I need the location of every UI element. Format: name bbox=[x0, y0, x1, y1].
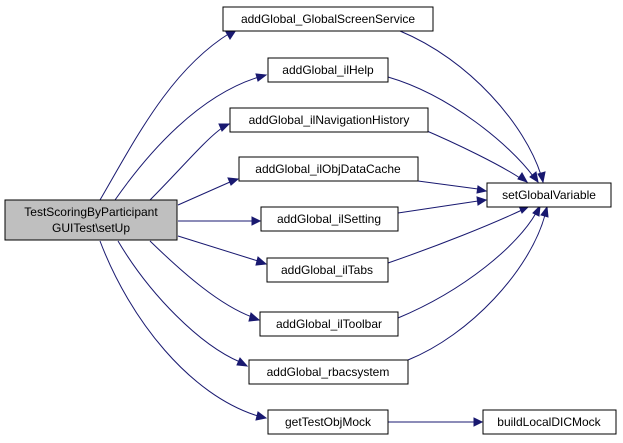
arrow-objmock-to-dicmock bbox=[473, 417, 484, 427]
arrow-navhist-to-setvar bbox=[517, 172, 529, 183]
edge-root-to-objcache bbox=[177, 181, 231, 206]
node-add-global-il-setting[interactable]: addGlobal_ilSetting bbox=[260, 206, 399, 232]
node-add-global-il-setting-label: addGlobal_ilSetting bbox=[277, 212, 381, 226]
arrow-root-to-rbac bbox=[236, 357, 249, 367]
edge-root-to-gss bbox=[99, 32, 231, 201]
node-root-line1: TestScoringByParticipant bbox=[24, 205, 158, 219]
node-build-local-dic-mock-label: buildLocalDICMock bbox=[497, 415, 601, 429]
edge-root-to-rbac bbox=[117, 240, 241, 363]
node-add-global-il-tabs[interactable]: addGlobal_ilTabs bbox=[266, 257, 389, 283]
node-set-global-variable[interactable]: setGlobalVariable bbox=[486, 182, 612, 208]
node-add-global-il-obj-data-cache[interactable]: addGlobal_ilObjDataCache bbox=[238, 156, 419, 182]
arrow-rbac-to-setvar bbox=[540, 205, 549, 218]
edge-gss-to-setvar bbox=[399, 30, 542, 176]
edge-navhist-to-setvar bbox=[419, 127, 521, 179]
node-add-global-rbacsystem-label: addGlobal_rbacsystem bbox=[267, 365, 390, 379]
arrow-root-to-toolbar bbox=[248, 312, 261, 322]
node-add-global-il-navigation-history-label: addGlobal_ilNavigationHistory bbox=[249, 113, 410, 127]
node-add-global-il-navigation-history[interactable]: addGlobal_ilNavigationHistory bbox=[229, 107, 429, 133]
edges bbox=[99, 29, 549, 427]
arrow-root-to-navhist bbox=[218, 123, 231, 132]
arrow-root-to-help bbox=[255, 73, 268, 82]
node-add-global-il-obj-data-cache-label: addGlobal_ilObjDataCache bbox=[255, 162, 401, 176]
node-add-global-screen-service-label: addGlobal_GlobalScreenService bbox=[241, 12, 415, 26]
arrow-root-to-tabs bbox=[255, 256, 268, 266]
node-add-global-screen-service[interactable]: addGlobal_GlobalScreenService bbox=[222, 6, 434, 32]
arrow-toolbar-to-setvar bbox=[532, 204, 541, 217]
edge-objcache-to-setvar bbox=[417, 180, 479, 190]
arrow-gss-to-setvar bbox=[537, 171, 546, 184]
node-get-test-obj-mock-label: getTestObjMock bbox=[285, 415, 372, 429]
arrow-setting-to-setvar bbox=[476, 196, 488, 206]
arrow-root-to-setting bbox=[251, 216, 262, 226]
arrow-root-to-objmock bbox=[255, 411, 268, 421]
node-build-local-dic-mock[interactable]: buildLocalDICMock bbox=[482, 409, 617, 435]
arrow-root-to-objcache bbox=[227, 177, 240, 186]
node-set-global-variable-label: setGlobalVariable bbox=[502, 188, 596, 202]
node-add-global-il-tabs-label: addGlobal_ilTabs bbox=[281, 263, 373, 277]
node-get-test-obj-mock[interactable]: getTestObjMock bbox=[267, 409, 389, 435]
node-add-global-il-help[interactable]: addGlobal_ilHelp bbox=[267, 57, 389, 83]
edge-root-to-tabs bbox=[177, 235, 259, 262]
edge-help-to-setvar bbox=[387, 76, 534, 177]
edge-root-to-toolbar bbox=[149, 240, 253, 318]
node-add-global-il-toolbar-label: addGlobal_ilToolbar bbox=[276, 317, 382, 331]
edge-toolbar-to-setvar bbox=[397, 212, 537, 319]
arrow-objcache-to-setvar bbox=[476, 185, 488, 194]
edge-setting-to-setvar bbox=[397, 200, 479, 214]
edge-root-to-objmock bbox=[99, 240, 259, 417]
node-root-line2: GUITest\setUp bbox=[52, 221, 130, 235]
edge-tabs-to-setvar bbox=[387, 209, 523, 264]
node-add-global-il-help-label: addGlobal_ilHelp bbox=[282, 63, 374, 77]
edge-root-to-navhist bbox=[149, 127, 223, 201]
edge-root-to-help bbox=[114, 76, 260, 201]
edge-rbac-to-setvar bbox=[407, 214, 546, 361]
node-root[interactable]: TestScoringByParticipant GUITest\setUp bbox=[4, 199, 178, 241]
arrow-help-to-setvar bbox=[529, 171, 539, 184]
node-add-global-rbacsystem[interactable]: addGlobal_rbacsystem bbox=[248, 359, 409, 385]
node-add-global-il-toolbar[interactable]: addGlobal_ilToolbar bbox=[259, 311, 399, 337]
